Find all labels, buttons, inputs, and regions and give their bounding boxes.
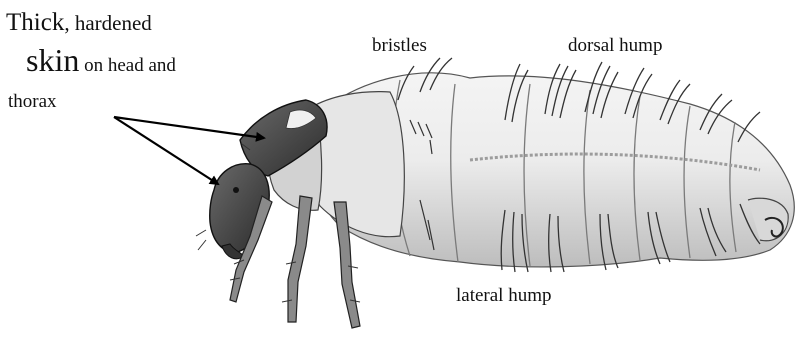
leg-middle — [288, 196, 312, 322]
label-skin-on-head: skin on head and — [26, 44, 176, 76]
label-on-head-and: on head and — [79, 55, 176, 76]
label-skin-word: skin — [26, 42, 79, 78]
arrow-to-pronotum — [114, 117, 264, 138]
label-dorsal-hump: dorsal hump — [568, 36, 662, 55]
arrow-to-head — [114, 117, 218, 184]
label-hardened-word: , hardened — [64, 11, 151, 35]
label-lateral-hump: lateral hump — [456, 286, 552, 305]
label-bristles: bristles — [372, 36, 427, 55]
label-thorax: thorax — [8, 92, 57, 111]
eye — [233, 187, 239, 193]
label-thick-word: Thick — [6, 9, 64, 36]
label-thick-hardened: Thick, hardened — [6, 10, 152, 35]
